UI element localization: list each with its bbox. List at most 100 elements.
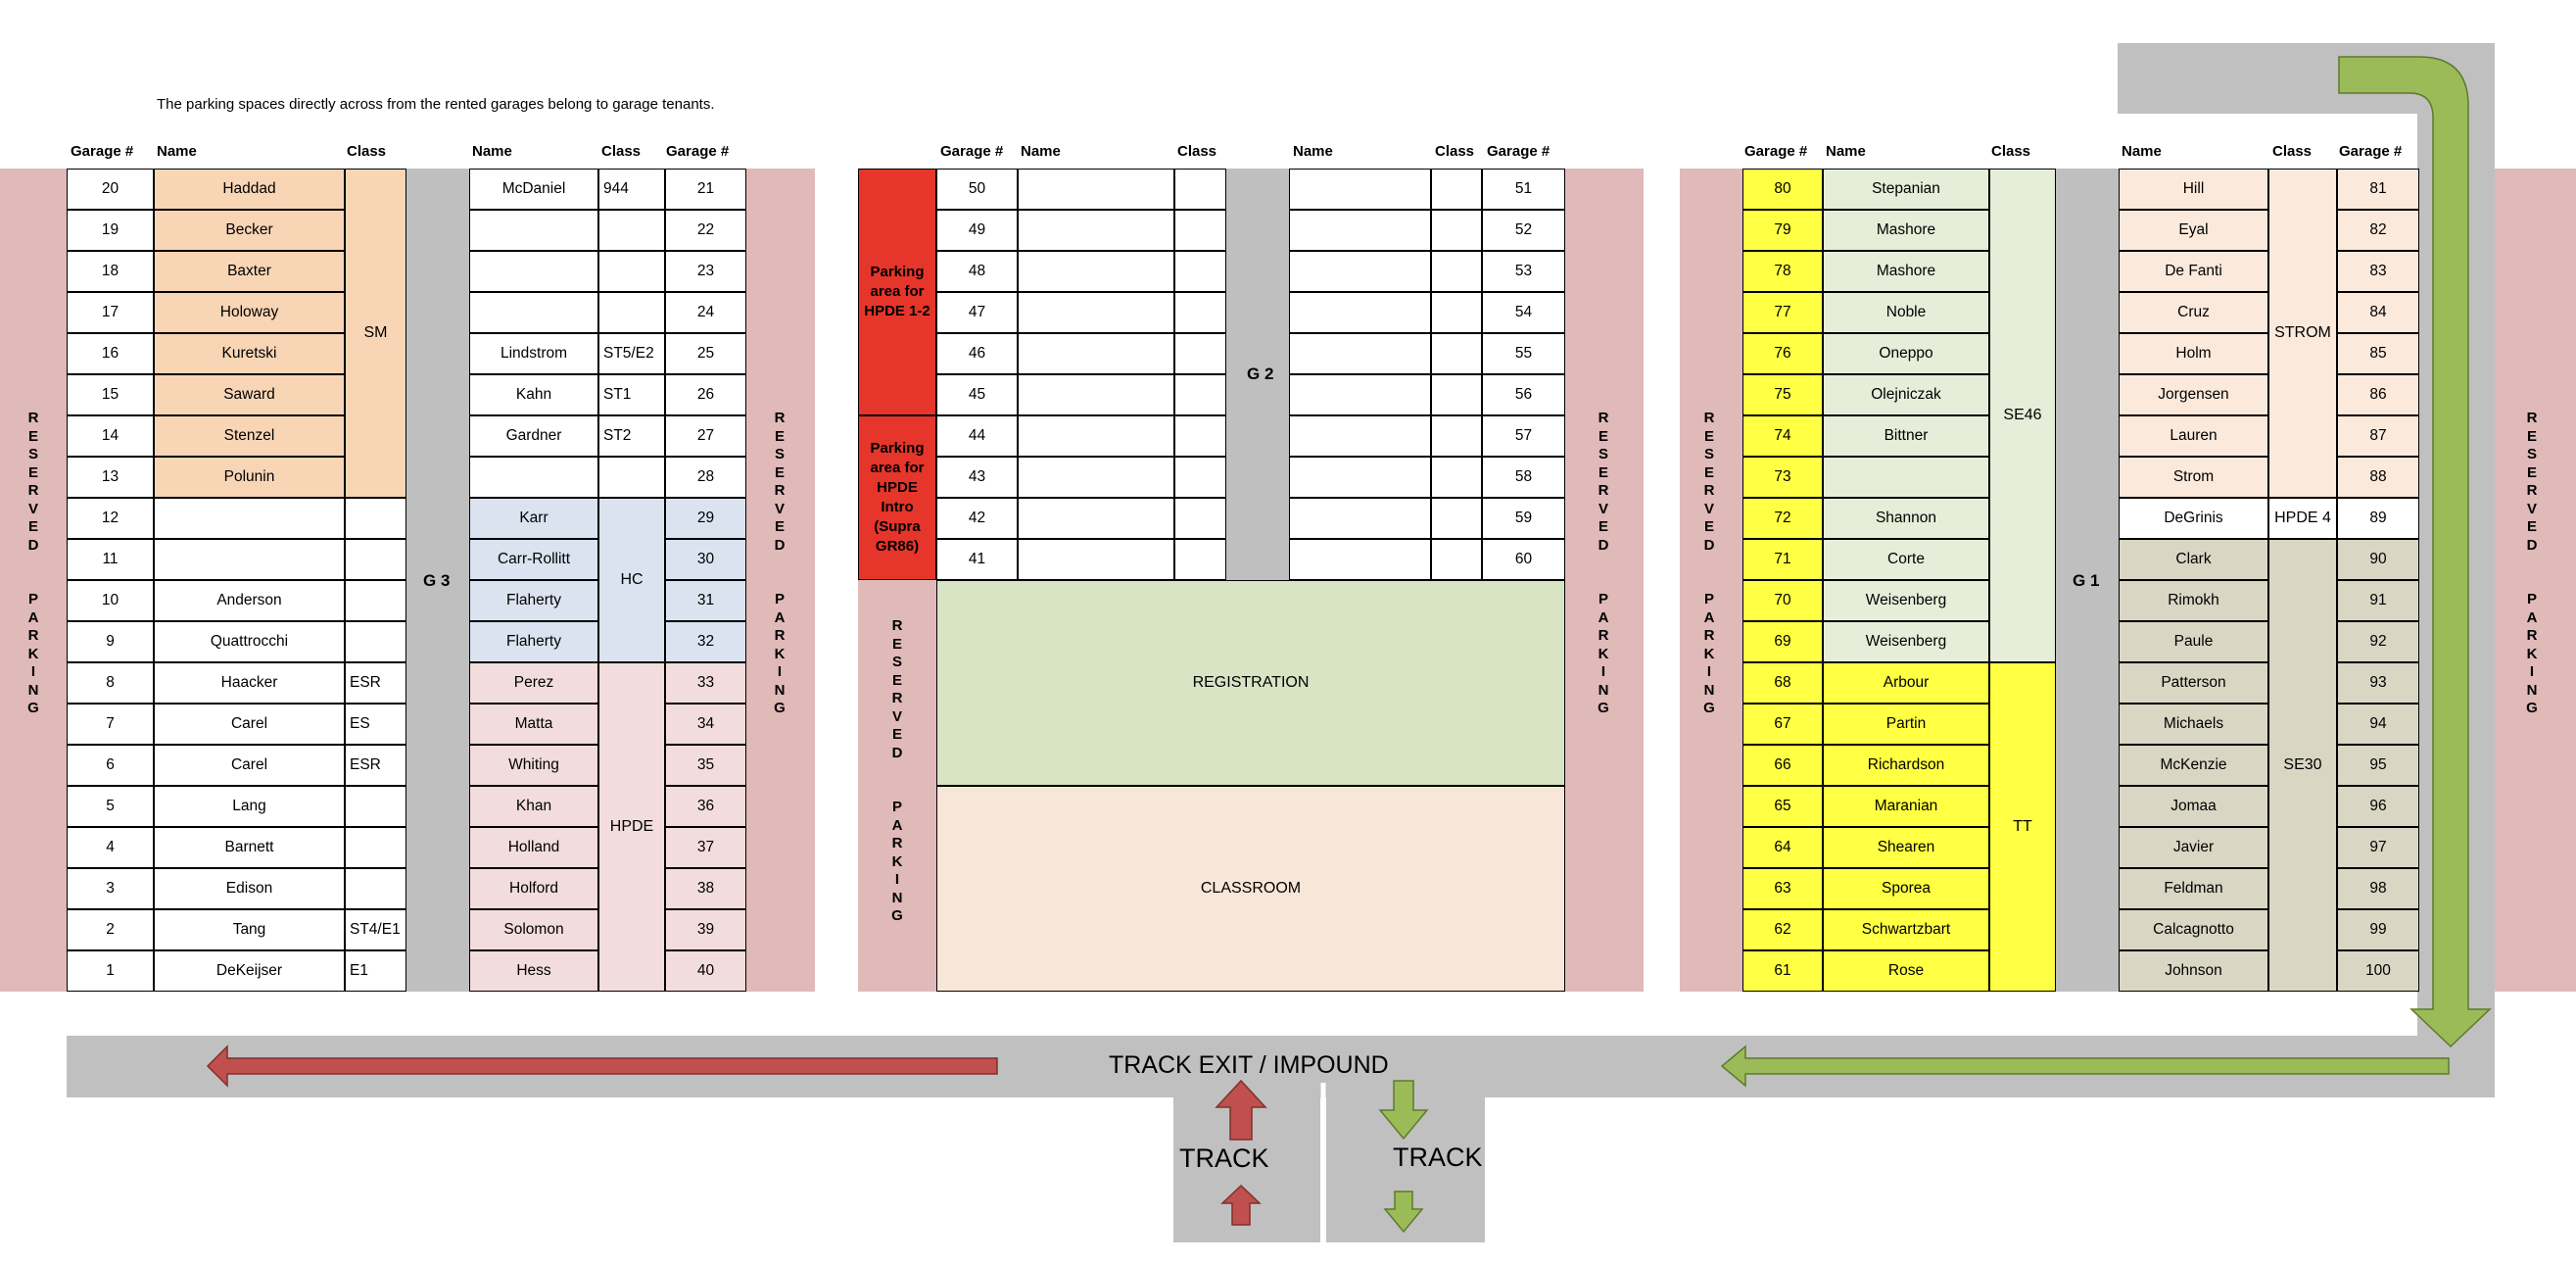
garage-number: 43 — [936, 457, 1018, 498]
garage-number: 70 — [1742, 580, 1823, 621]
garage-number: 72 — [1742, 498, 1823, 539]
garage-number: 60 — [1482, 539, 1565, 580]
reserved-letter: G — [2526, 700, 2538, 716]
tenant-name: Tang — [154, 909, 345, 950]
reserved-letter: I — [1706, 663, 1712, 680]
tenant-name: DeGrinis — [2119, 498, 2268, 539]
reserved-letter: A — [2526, 608, 2538, 626]
tenant-class — [345, 786, 406, 827]
garage-number: 29 — [665, 498, 746, 539]
tenant-class — [1174, 292, 1226, 333]
tenant-name: Sporea — [1823, 868, 1989, 909]
tenant-name: Holoway — [154, 292, 345, 333]
tenant-name: De Fanti — [2119, 251, 2268, 292]
tenant-class — [1431, 333, 1482, 374]
tenant-name — [1018, 210, 1174, 251]
class-group-hpde: HPDE — [598, 662, 665, 992]
tenant-name: Oneppo — [1823, 333, 1989, 374]
garage-number: 30 — [665, 539, 746, 580]
tenant-class — [1431, 210, 1482, 251]
arrow-right-loop — [2338, 56, 2492, 1048]
tenant-class — [1174, 210, 1226, 251]
garage-number: 25 — [665, 333, 746, 374]
tenant-name: Hess — [469, 950, 598, 992]
tenant-class: 944 — [598, 169, 665, 210]
tenant-name — [1289, 251, 1431, 292]
reserved-letter: I — [777, 663, 783, 680]
garage-number: 54 — [1482, 292, 1565, 333]
tenant-name: Solomon — [469, 909, 598, 950]
garage-number: 84 — [2337, 292, 2419, 333]
tenant-name — [154, 498, 345, 539]
classroom-area: CLASSROOM — [936, 786, 1565, 992]
garage-number: 96 — [2337, 786, 2419, 827]
tenant-name: Eyal — [2119, 210, 2268, 251]
tenant-class — [598, 210, 665, 251]
garage-number: 75 — [1742, 374, 1823, 415]
reserved-letter: P — [774, 591, 785, 608]
reserved-letter: D — [27, 536, 39, 554]
reserved-letter: E — [2526, 427, 2537, 445]
reserved-letter: A — [27, 608, 39, 626]
reserved-letter: K — [774, 645, 786, 662]
reserved-parking-g1-left — [1680, 169, 1742, 992]
garage-number: 97 — [2337, 827, 2419, 868]
tenant-name — [1289, 292, 1431, 333]
tenant-name: McKenzie — [2119, 745, 2268, 786]
reserved-letter: E — [2526, 518, 2537, 535]
garage-number: 74 — [1742, 415, 1823, 457]
garage-number: 2 — [67, 909, 154, 950]
track-label-right: TRACK — [1393, 1142, 1483, 1172]
tenant-class — [1431, 374, 1482, 415]
garage-number: 41 — [936, 539, 1018, 580]
reserved-letter: R — [1598, 410, 1609, 426]
garage-number: 92 — [2337, 621, 2419, 662]
garage-number: 47 — [936, 292, 1018, 333]
tenant-name — [1018, 498, 1174, 539]
garage-number: 50 — [936, 169, 1018, 210]
reserved-letter: S — [1703, 446, 1714, 462]
tenant-name — [469, 457, 598, 498]
reserved-letter: R — [27, 482, 39, 499]
tenant-class: ST4/E1 — [345, 909, 406, 950]
tenant-name: Polunin — [154, 457, 345, 498]
garage-number: 82 — [2337, 210, 2419, 251]
garage-number: 73 — [1742, 457, 1823, 498]
reserved-letter: V — [774, 500, 785, 517]
reserved-letter: E — [774, 463, 785, 481]
tenant-name: Calcagnotto — [2119, 909, 2268, 950]
reserved-letter: A — [1598, 608, 1609, 626]
reserved-letter: R — [1598, 627, 1609, 644]
garage-number: 20 — [67, 169, 154, 210]
tenant-class — [345, 539, 406, 580]
tenant-class — [1431, 292, 1482, 333]
reserved-letter: V — [1703, 500, 1714, 517]
reserved-letter: R — [1703, 627, 1715, 644]
tenant-name: Rose — [1823, 950, 1989, 992]
garage-number: 100 — [2337, 950, 2419, 992]
tenant-class: ES — [345, 704, 406, 745]
garage-number: 37 — [665, 827, 746, 868]
garage-g3-building — [406, 169, 469, 992]
reserved-letter: D — [1703, 536, 1715, 554]
tenant-name — [1289, 457, 1431, 498]
header-garage-g3-left: Garage # — [71, 143, 134, 160]
garage-number: 45 — [936, 374, 1018, 415]
garage-number: 13 — [67, 457, 154, 498]
arrow-track-down-top — [1378, 1080, 1429, 1141]
header-garage-g1-right: Garage # — [2339, 143, 2403, 160]
header-class-g3-left: Class — [347, 143, 387, 160]
tenant-name: Matta — [469, 704, 598, 745]
reserved-letter: A — [1703, 608, 1715, 626]
tenant-class — [1431, 498, 1482, 539]
garage-number: 15 — [67, 374, 154, 415]
reserved-letter: R — [2526, 627, 2538, 644]
garage-number: 88 — [2337, 457, 2419, 498]
tenant-name: Holford — [469, 868, 598, 909]
reserved-parking-left — [0, 169, 67, 992]
garage-number: 53 — [1482, 251, 1565, 292]
class-group-strom: STROM — [2268, 169, 2337, 498]
garage-number: 31 — [665, 580, 746, 621]
